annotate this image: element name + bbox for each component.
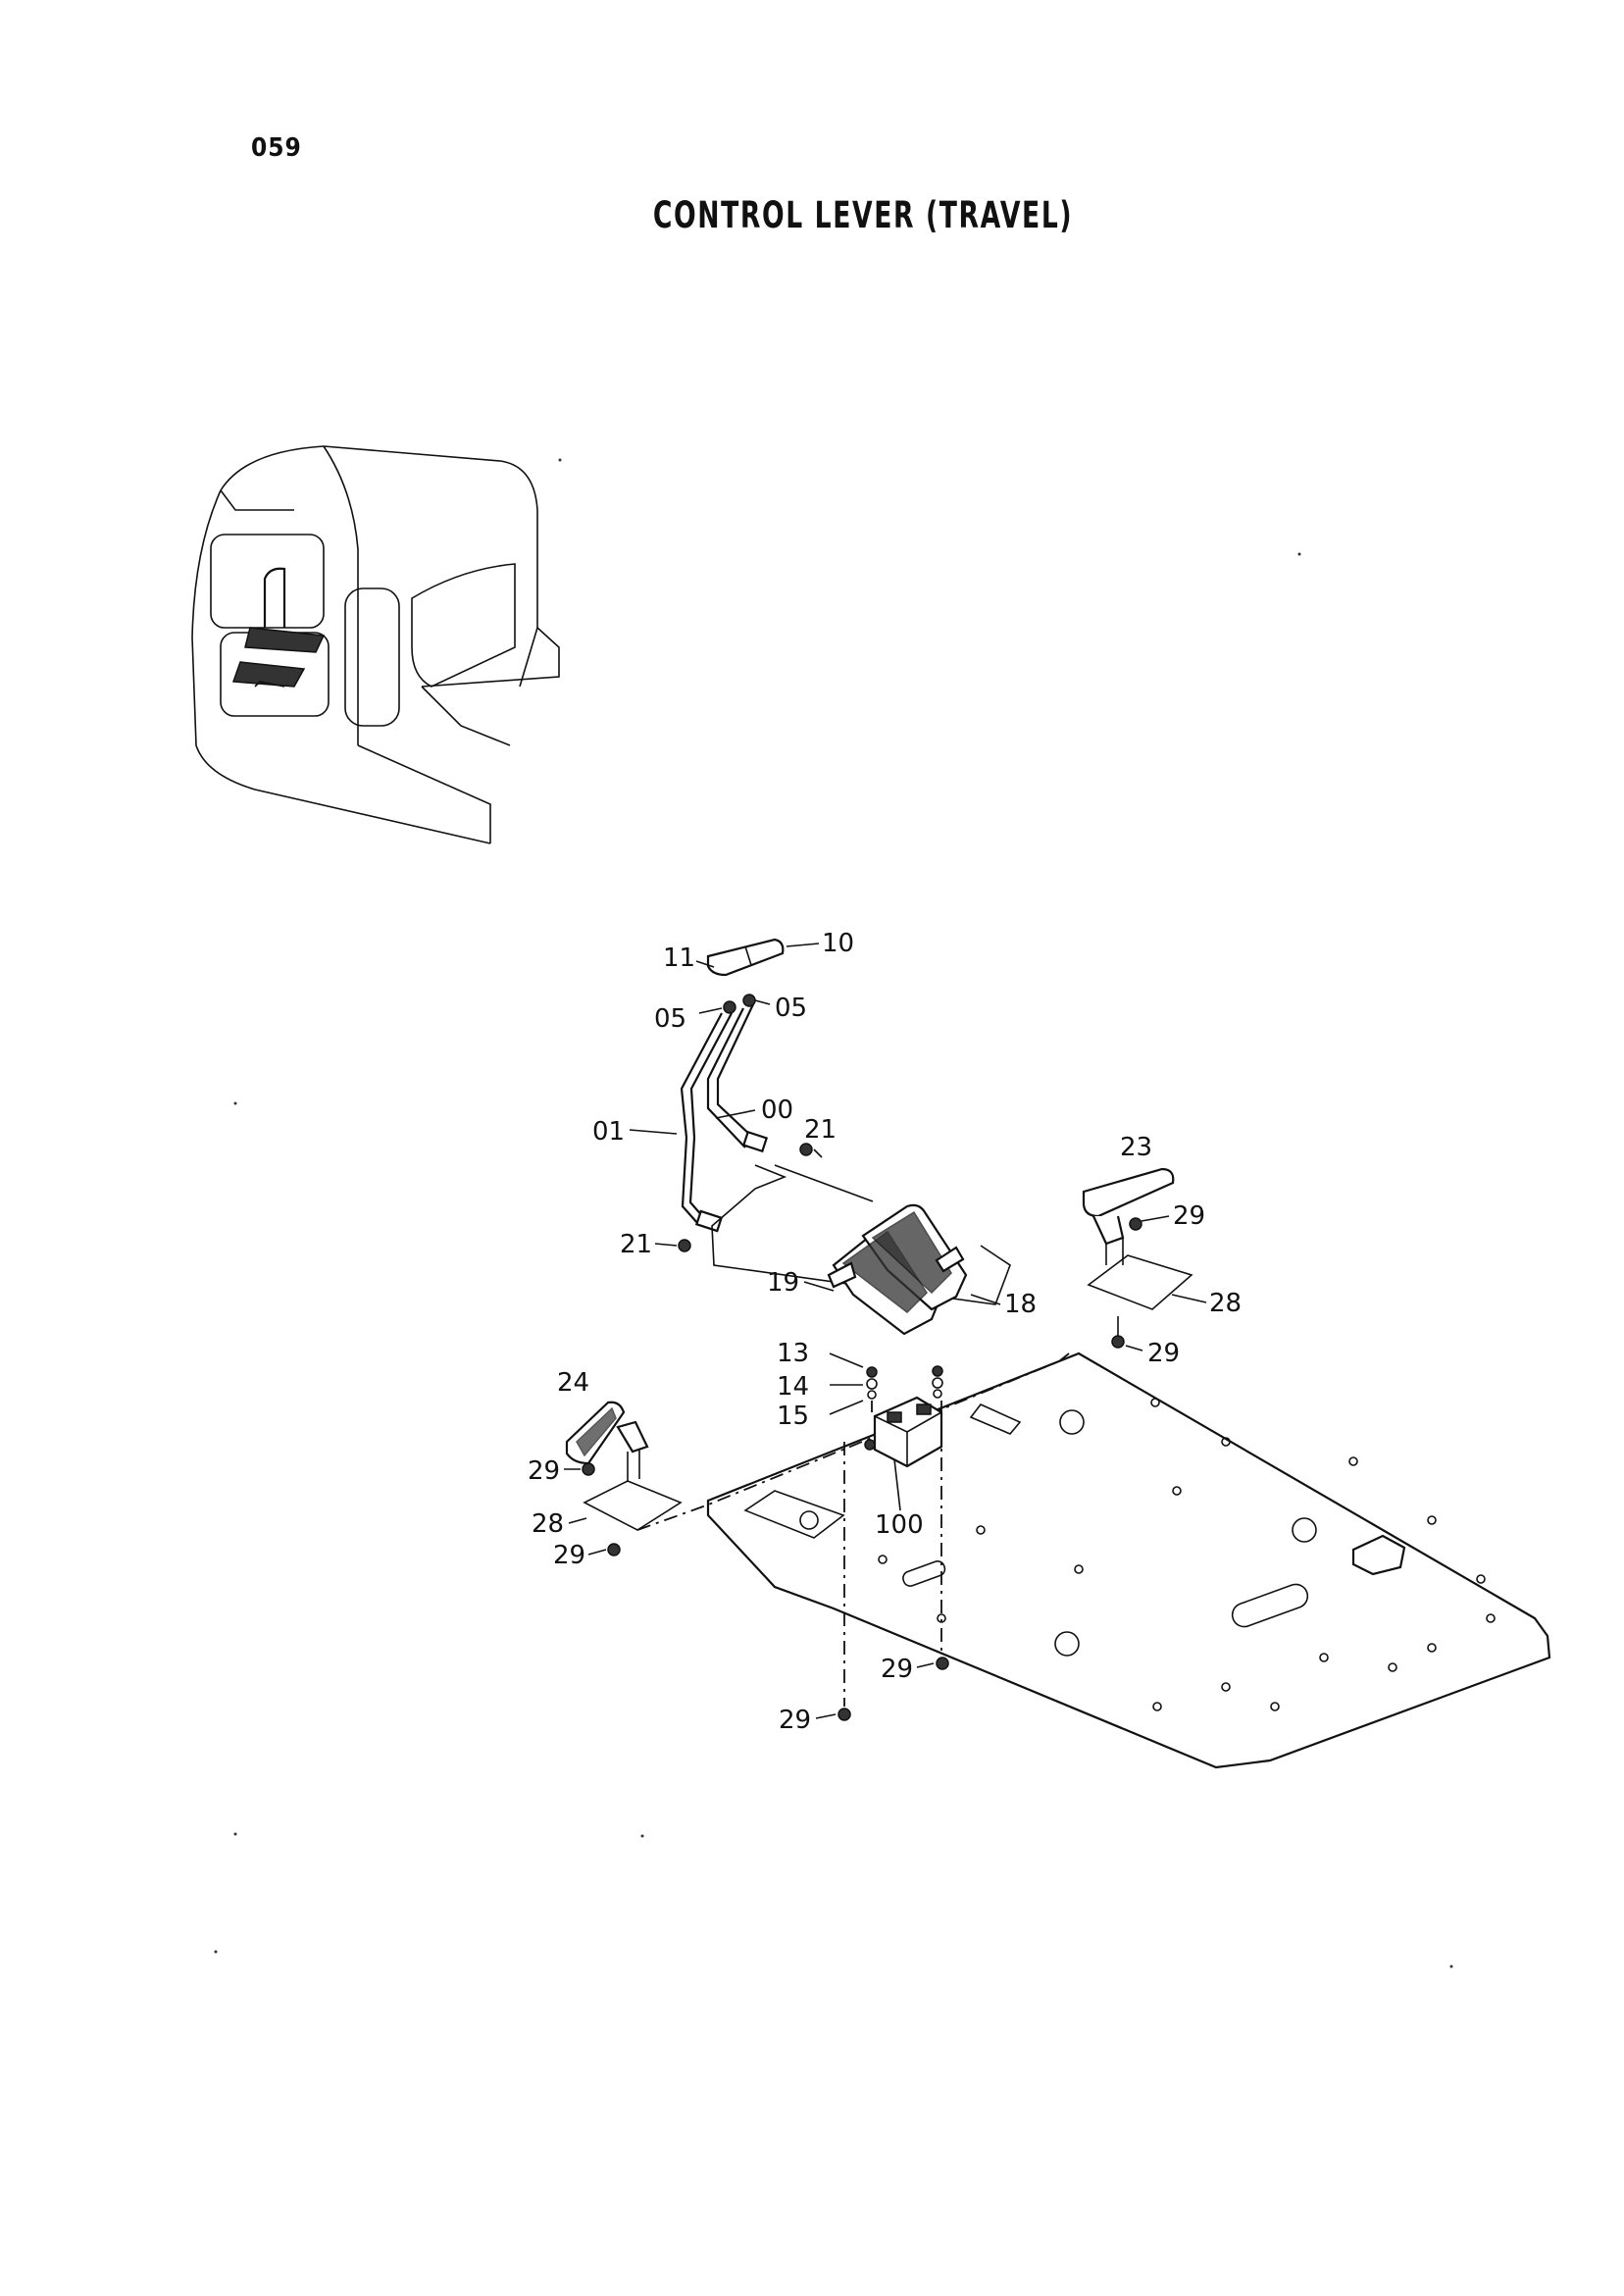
leader-lines xyxy=(564,943,1207,1719)
page-title: CONTROL LEVER (TRAVEL) xyxy=(652,194,1074,236)
callout-18: 18 xyxy=(1004,1290,1037,1319)
floor-plate xyxy=(636,1352,1551,1769)
scan-specks xyxy=(214,458,1453,1968)
callout-10: 10 xyxy=(822,929,854,958)
callout-15: 15 xyxy=(777,1402,809,1431)
callout-28-right: 28 xyxy=(1209,1289,1242,1318)
pilot-valve xyxy=(837,1365,949,1721)
callout-21-upper: 21 xyxy=(804,1115,837,1145)
travel-levers xyxy=(678,938,813,1252)
callout-29-right-upper: 29 xyxy=(1173,1201,1205,1231)
callout-19: 19 xyxy=(767,1268,799,1298)
cab-overview-illustration xyxy=(191,445,560,844)
callout-29-floor-right: 29 xyxy=(881,1655,913,1684)
callout-05-left: 05 xyxy=(654,1004,686,1034)
callout-29-floor-left: 29 xyxy=(779,1706,811,1735)
callout-11: 11 xyxy=(663,944,695,973)
callout-labels: 11 10 05 05 01 00 21 21 23 29 28 29 19 1… xyxy=(528,929,1242,1735)
callout-21-lower: 21 xyxy=(620,1230,652,1259)
callout-23: 23 xyxy=(1120,1133,1152,1162)
callout-29-left-upper: 29 xyxy=(528,1456,560,1486)
left-pedal-assembly xyxy=(565,1401,683,1556)
callout-05-right: 05 xyxy=(775,994,807,1023)
travel-pedals xyxy=(711,1164,1011,1336)
callout-24: 24 xyxy=(557,1368,589,1398)
callout-00: 00 xyxy=(761,1096,793,1125)
callout-01: 01 xyxy=(592,1117,625,1147)
callout-28-left: 28 xyxy=(532,1509,564,1539)
callout-13: 13 xyxy=(777,1339,809,1368)
callout-29-right-lower: 29 xyxy=(1147,1339,1180,1368)
callout-100: 100 xyxy=(875,1510,924,1540)
callout-14: 14 xyxy=(777,1372,809,1402)
callout-29-left-lower: 29 xyxy=(553,1541,585,1570)
page-number: 059 xyxy=(251,133,302,163)
right-pedal-assembly xyxy=(1082,1167,1193,1349)
